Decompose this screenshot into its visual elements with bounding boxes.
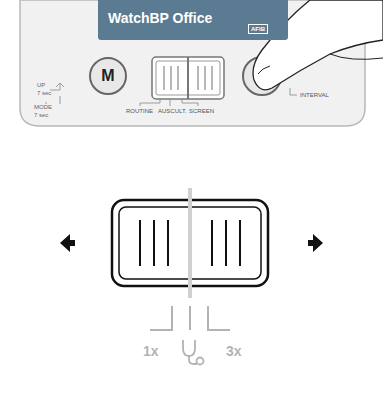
switch-position-label: SCREEN — [189, 108, 214, 114]
mode-button: M — [89, 57, 127, 95]
left-arrow — [60, 234, 75, 252]
position-ticks — [140, 99, 198, 106]
display-screen: WatchBP Office — [98, 0, 288, 40]
mode-hint: UP — [37, 82, 45, 88]
slide-switch-large — [112, 188, 268, 298]
press-count: 3x — [226, 344, 242, 358]
afib-badge: AFIB — [248, 24, 268, 34]
interval-label: INTERVAL — [300, 92, 329, 98]
position-indicators — [150, 306, 230, 330]
stethoscope-icon — [183, 340, 204, 365]
interval-mark — [290, 88, 297, 95]
fingernail — [258, 66, 270, 74]
node-text: WatchBP Office — [108, 10, 212, 26]
switch-position-label: AUSCULT. — [158, 108, 187, 114]
mode-hint: 7 sec — [34, 112, 48, 118]
mode-hint: 7 sec — [37, 90, 51, 96]
right-arrow — [308, 234, 323, 252]
slide-switch-small — [152, 57, 224, 99]
node-text: M — [101, 67, 114, 85]
hand-edge — [330, 54, 383, 59]
press-count: 1x — [143, 344, 159, 358]
mode-hint: MODE — [34, 104, 52, 110]
switch-position-label: ROUTINE — [126, 108, 153, 114]
